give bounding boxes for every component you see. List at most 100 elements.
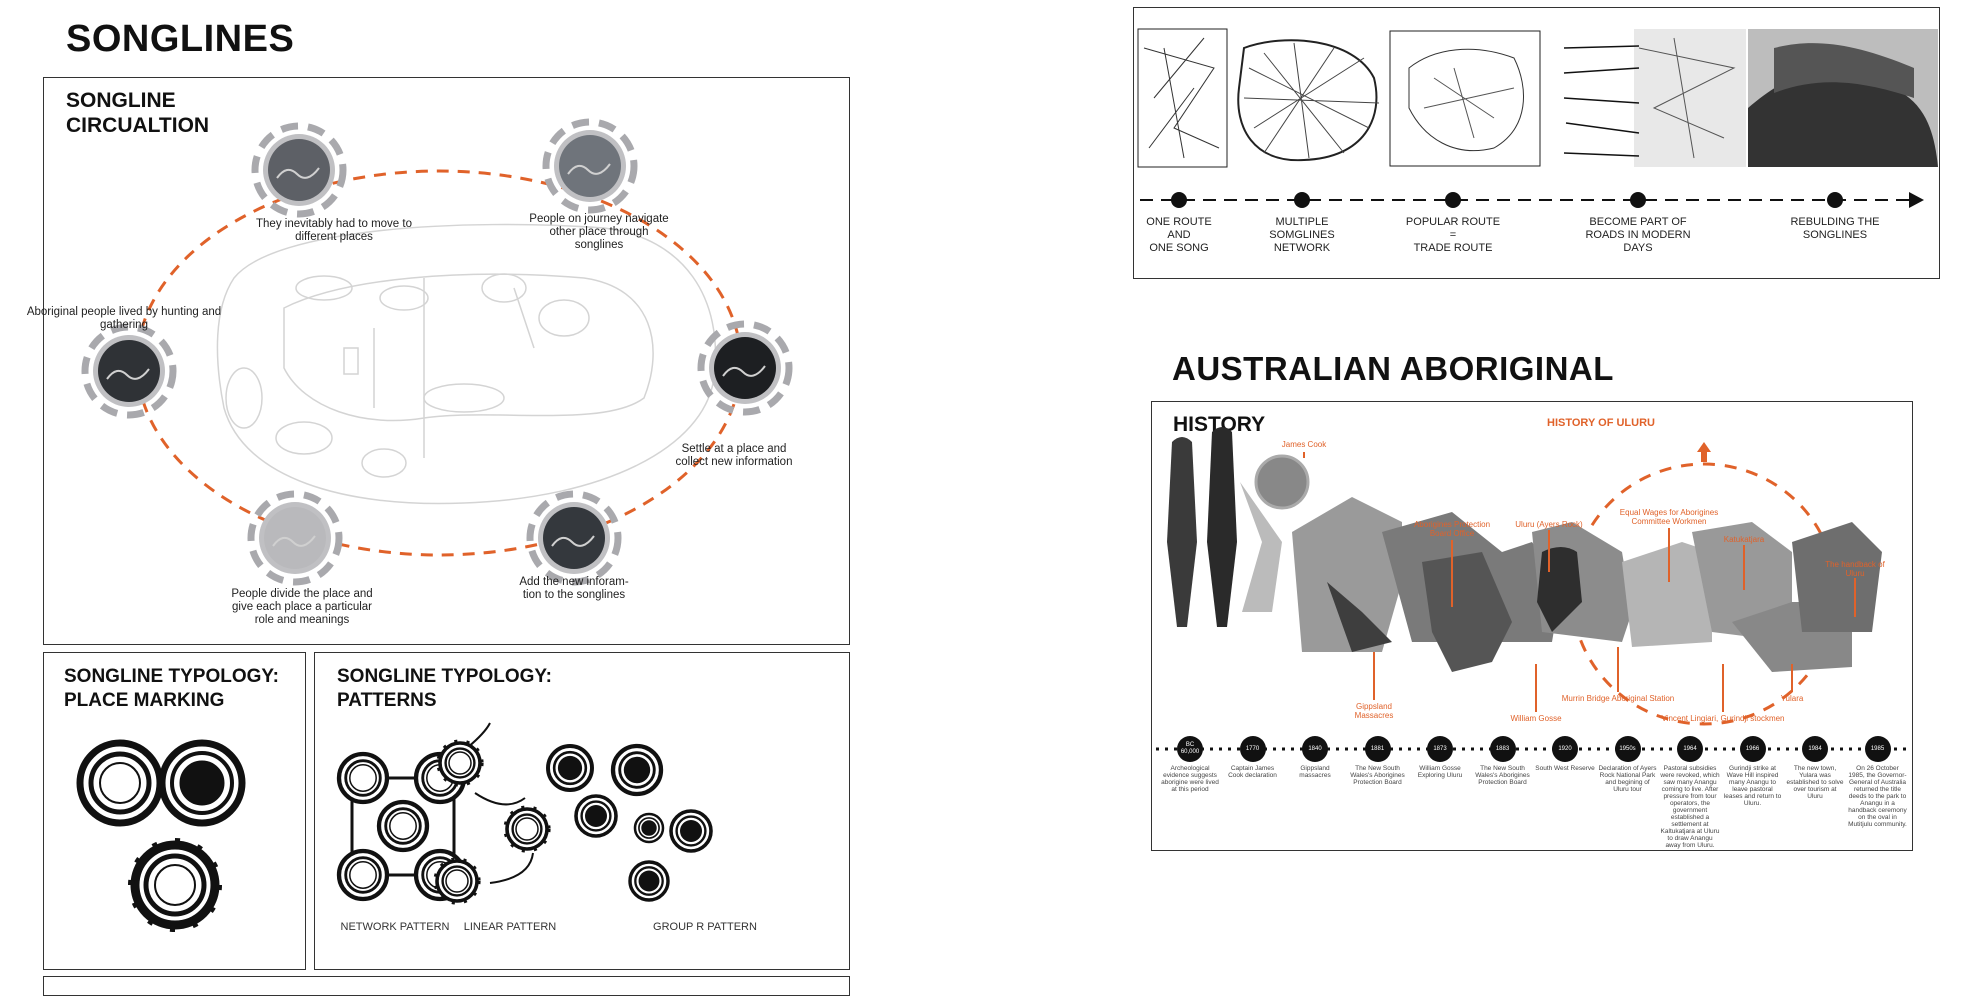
route-stage-label-line: MULTIPLE SOMGLINES [1269, 216, 1335, 241]
rock-art-figure [567, 163, 611, 175]
history-event-year: 1840 [1302, 736, 1328, 762]
pattern-symbols [336, 722, 713, 905]
place-symbol [503, 805, 551, 853]
photo-caption: The handback of Uluru [1825, 560, 1885, 578]
linear-pattern-label: LINEAR PATTERN [463, 921, 557, 933]
rock-art-image [264, 507, 326, 569]
dashed-ring [251, 122, 347, 218]
concentric-filled-symbol [158, 739, 246, 827]
photo-caption-leader [1303, 452, 1305, 458]
section-title-australian-aboriginal: AUSTRALIAN ABORIGINAL [1172, 350, 1614, 387]
history-event-year: 1966 [1739, 736, 1766, 762]
history-event-description: South West Reserve [1535, 765, 1595, 772]
place-symbol [336, 751, 390, 805]
route-stage-label-line: BECOME PART OF [1589, 216, 1687, 228]
node-caption: Add the new inforam-tion to the songline… [519, 576, 629, 601]
place-marking-title-line2: PLACE MARKING [64, 690, 225, 711]
photo-caption: Equal Wages for Aborigines Committee Wor… [1619, 508, 1719, 526]
place-symbol [546, 744, 594, 792]
page-title-songlines: SONGLINES [66, 18, 295, 60]
circulation-node [81, 323, 177, 419]
history-event-description: Pastoral subsidies were revoked, which s… [1660, 765, 1720, 849]
route-stage-label-line: REBULDING THE [1790, 216, 1880, 228]
route-evolution-strip [1137, 28, 1938, 208]
circulation-node [251, 122, 347, 218]
history-event-year: 1984 [1802, 736, 1828, 762]
history-event-description: Gurindji strike at Wave Hill inspired ma… [1723, 765, 1782, 807]
dashed-ring [81, 323, 177, 419]
route-stage-label-line: POPULAR ROUTE [1405, 216, 1501, 228]
rock-art-image [98, 340, 160, 402]
history-of-uluru-title: HISTORY OF ULURU [1547, 417, 1655, 429]
route-stage-label: POPULAR ROUTE=TRADE ROUTE [1394, 216, 1512, 255]
patterns-panel: SONGLINE TYPOLOGY: PATTERNS NETWORK PATT… [314, 652, 850, 970]
place-symbol [376, 799, 430, 853]
circulation-title: SONGLINE CIRCUALTION [66, 88, 209, 138]
history-event-year: 1920 [1552, 736, 1578, 762]
route-timeline-dot [1630, 192, 1646, 208]
place-symbol [610, 743, 664, 797]
photo-caption-leader [1451, 540, 1453, 607]
group-pattern-label: GROUP R PATTERN [653, 921, 757, 933]
place-symbol [628, 860, 670, 902]
photo-caption-leader [1854, 578, 1856, 617]
photo-caption: William Gosse [1510, 714, 1562, 723]
dashed-ring [542, 118, 638, 214]
linear-pattern [433, 722, 551, 905]
circulation-title-line1: SONGLINE [66, 89, 176, 112]
group-pattern [546, 743, 713, 902]
route-timeline-dot [1445, 192, 1461, 208]
photo-caption: Vincent Lingiari, Gurindji stockmen [1661, 714, 1785, 723]
circulation-node [542, 118, 638, 214]
photo-caption: James Cook [1281, 440, 1327, 449]
place-marking-symbols [76, 739, 246, 932]
photo-caption-leader [1617, 647, 1619, 692]
place-symbol [633, 812, 665, 844]
faint-map-sketch [216, 223, 717, 505]
circulation-node [247, 490, 343, 586]
arrow-up-icon [1697, 442, 1711, 462]
place-symbol [336, 848, 390, 902]
photo-caption: Aborigines Protection Board Office [1413, 520, 1491, 538]
network-pattern-label: NETWORK PATTERN [340, 921, 450, 933]
photo-caption-leader [1791, 664, 1793, 692]
route-stage-label-line: AND [1167, 229, 1191, 241]
photo-caption-leader [1373, 652, 1375, 700]
history-event-description: Gippsland massacres [1299, 765, 1331, 779]
route-timeline-dot [1171, 192, 1187, 208]
network-pattern [336, 751, 467, 902]
node-caption: They inevitably had to move to different… [256, 218, 412, 243]
history-event-description: The New South Wales's Aborigines Protect… [1475, 765, 1530, 786]
route-stage-label-line: ROADS IN MODERN DAYS [1585, 229, 1691, 254]
history-event-description: Archeological evidence suggests aborigin… [1161, 765, 1219, 793]
history-event-year: 1881 [1364, 736, 1391, 762]
route-stage-label-line: NETWORK [1273, 242, 1331, 254]
dashed-ring [697, 320, 793, 416]
history-event-year: 1770 [1239, 736, 1266, 762]
patterns-title-line1: SONGLINE TYPOLOGY: [337, 666, 552, 687]
place-symbol [433, 857, 481, 905]
route-stage-label-line: ONE SONG [1149, 242, 1209, 254]
rock-art-image [714, 337, 776, 399]
circulation-diagram [81, 118, 793, 586]
history-event-year: 1873 [1427, 736, 1453, 762]
rock-art-figure [551, 535, 595, 547]
history-event-description: Declaration of Ayers Rock National Park … [1598, 765, 1657, 793]
photo-caption-leader [1548, 530, 1550, 572]
place-symbol [574, 794, 618, 838]
next-panel-edge [43, 976, 850, 996]
route-map-thumbnail-2 [1232, 29, 1384, 167]
route-map-thumbnail-4 [1548, 29, 1748, 167]
history-collage [1167, 427, 1882, 726]
rock-art-image [559, 135, 621, 197]
route-stage-label-line: ONE ROUTE [1146, 216, 1212, 228]
place-symbol [436, 739, 484, 787]
history-event-description: The New South Wales's Aborigines Protect… [1350, 765, 1405, 786]
rock-art-figure [106, 368, 150, 380]
history-event-year: 1985 [1864, 736, 1891, 762]
